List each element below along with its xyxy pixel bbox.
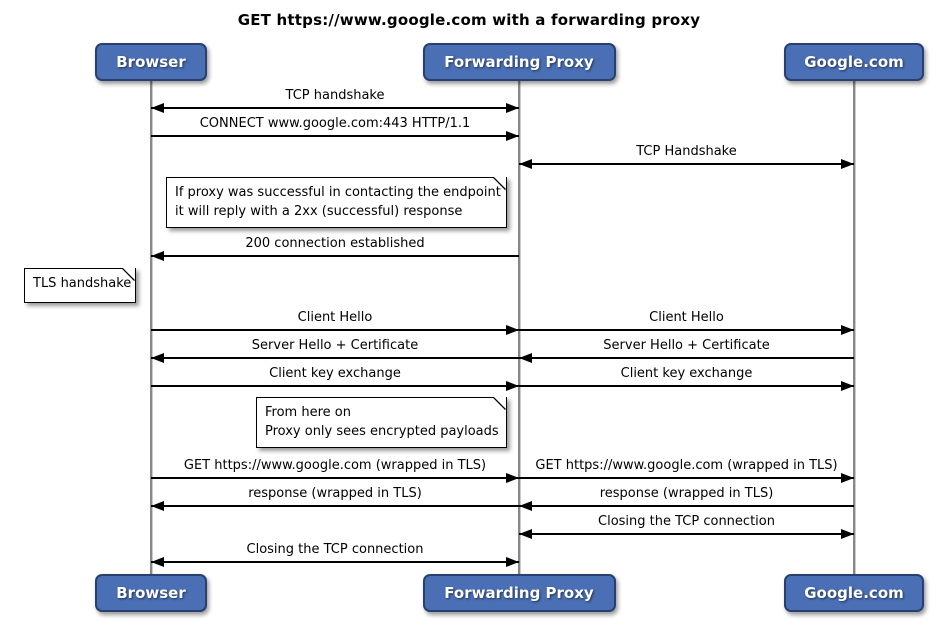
message-line <box>151 505 519 507</box>
arrowhead-left-icon <box>151 353 164 363</box>
actor-label: Google.com <box>804 584 904 602</box>
message-line <box>151 107 519 109</box>
actor-label: Google.com <box>804 53 904 71</box>
arrowhead-right-icon <box>841 381 854 391</box>
actor-label: Forwarding Proxy <box>444 53 594 71</box>
note: From here on Proxy only sees encrypted pa… <box>256 397 507 448</box>
message-line <box>519 385 854 387</box>
actor-label: Forwarding Proxy <box>444 584 594 602</box>
message-label: Server Hello + Certificate <box>251 338 419 353</box>
actor-google-top: Google.com <box>784 43 924 81</box>
message-label: Client key exchange <box>620 366 753 381</box>
message-label: Closing the TCP connection <box>598 514 775 529</box>
message-label: TCP handshake <box>285 88 385 103</box>
arrowhead-left-icon <box>519 159 532 169</box>
message-line <box>519 329 854 331</box>
message-label: GET https://www.google.com (wrapped in T… <box>535 458 838 473</box>
message-line <box>519 505 854 507</box>
note-text: Proxy only sees encrypted payloads <box>265 424 499 439</box>
arrowhead-right-icon <box>841 159 854 169</box>
arrowhead-left-icon <box>151 557 164 567</box>
diagram-title: GET https://www.google.com with a forwar… <box>237 11 701 29</box>
arrowhead-right-icon <box>506 473 519 483</box>
arrowhead-right-icon <box>841 529 854 539</box>
actor-label: Browser <box>116 584 186 602</box>
arrowhead-right-icon <box>506 325 519 335</box>
arrowhead-right-icon <box>506 557 519 567</box>
message-line <box>519 357 854 359</box>
message-label: Client Hello <box>649 310 724 325</box>
message-line <box>151 329 519 331</box>
message-label: response (wrapped in TLS) <box>599 486 774 501</box>
message-line <box>151 357 519 359</box>
arrowhead-right-icon <box>506 381 519 391</box>
message-line <box>519 163 854 165</box>
arrowhead-left-icon <box>519 501 532 511</box>
actor-label: Browser <box>116 53 186 71</box>
arrowhead-left-icon <box>151 501 164 511</box>
arrowhead-right-icon <box>841 325 854 335</box>
message-line <box>151 385 519 387</box>
note: If proxy was successful in contacting th… <box>166 177 507 228</box>
lifeline-proxy <box>518 81 521 575</box>
arrowhead-right-icon <box>506 131 519 141</box>
arrowhead-left-icon <box>519 353 532 363</box>
message-label: Closing the TCP connection <box>246 542 424 557</box>
message-label: CONNECT www.google.com:443 HTTP/1.1 <box>199 116 471 131</box>
actor-proxy-bottom: Forwarding Proxy <box>422 574 616 612</box>
message-line <box>519 477 854 479</box>
message-label: response (wrapped in TLS) <box>248 486 422 501</box>
message-label: Server Hello + Certificate <box>603 338 770 353</box>
actor-google-bottom: Google.com <box>784 574 924 612</box>
arrowhead-left-icon <box>519 529 532 539</box>
note-text: From here on <box>265 405 351 420</box>
note: TLS handshake <box>24 268 136 303</box>
message-label: Client Hello <box>297 310 373 325</box>
note-fold-icon <box>493 397 506 410</box>
message-line <box>151 135 519 137</box>
lifeline-browser <box>150 81 153 575</box>
message-line <box>151 255 519 257</box>
note-text: it will reply with a 2xx (successful) re… <box>175 204 463 219</box>
arrowhead-right-icon <box>841 473 854 483</box>
lifeline-google <box>853 81 856 575</box>
actor-browser-top: Browser <box>95 43 207 81</box>
note-text: If proxy was successful in contacting th… <box>175 185 501 200</box>
note-fold-icon <box>122 268 135 281</box>
actor-proxy-top: Forwarding Proxy <box>422 43 616 81</box>
arrowhead-left-icon <box>151 103 164 113</box>
actor-browser-bottom: Browser <box>95 574 207 612</box>
message-line <box>151 561 519 563</box>
arrowhead-right-icon <box>506 103 519 113</box>
message-label: TCP Handshake <box>636 144 737 159</box>
message-line <box>151 477 519 479</box>
message-label: 200 connection established <box>245 236 425 251</box>
note-text: TLS handshake <box>33 276 132 291</box>
note-fold-icon <box>493 177 506 190</box>
message-label: Client key exchange <box>269 366 401 381</box>
arrowhead-left-icon <box>151 251 164 261</box>
message-label: GET https://www.google.com (wrapped in T… <box>183 458 487 473</box>
message-line <box>519 533 854 535</box>
